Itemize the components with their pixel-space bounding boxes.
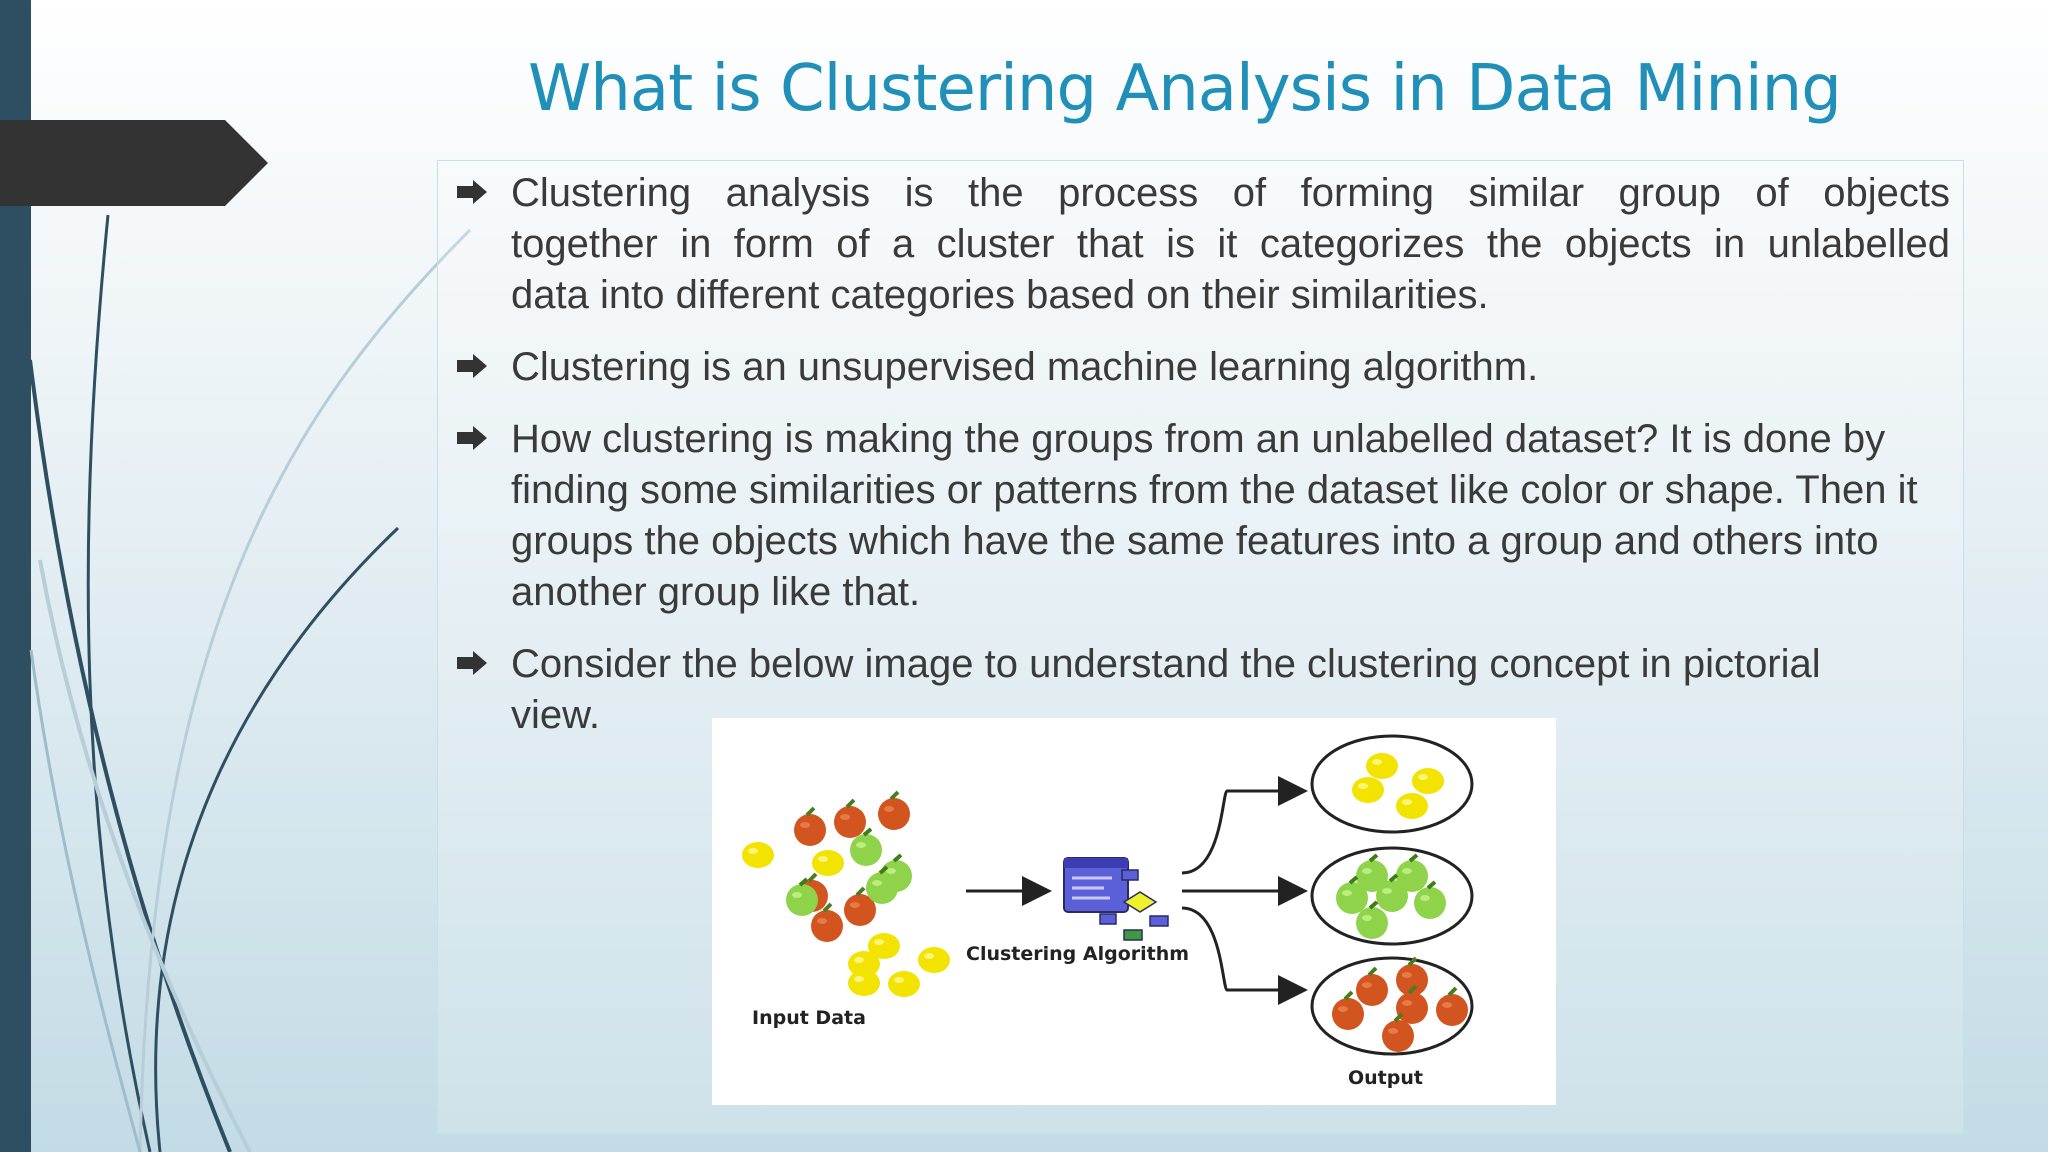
input-data-label: Input Data bbox=[752, 1007, 866, 1029]
output-arrow-top bbox=[1181, 776, 1308, 875]
slide-title: What is Clustering Analysis in Data Mini… bbox=[528, 52, 1842, 126]
title-arrow-tab bbox=[0, 120, 268, 206]
bullet-text-line: Clustering analysis is the process of fo… bbox=[511, 171, 1950, 215]
output-label: Output bbox=[1348, 1067, 1423, 1089]
bullet-item: How clustering is making the groups from… bbox=[455, 414, 1950, 618]
bullet-text: Consider the below image to understand t… bbox=[511, 642, 1821, 737]
bullet-text: Clustering is an unsupervised machine le… bbox=[511, 345, 1539, 389]
arrow-right-bullet-icon bbox=[457, 180, 487, 204]
output-cluster-orange bbox=[1310, 956, 1474, 1056]
output-cluster-green bbox=[1310, 846, 1474, 946]
arrow-right-bullet-icon bbox=[457, 354, 487, 378]
bullet-text-line: together in form of a cluster that is it… bbox=[511, 222, 1950, 266]
input-fruits bbox=[742, 790, 950, 997]
bullet-item: Clustering analysis is the process of fo… bbox=[455, 168, 1950, 321]
bullet-text: How clustering is making the groups from… bbox=[511, 417, 1918, 614]
bullet-item: Clustering is an unsupervised machine le… bbox=[455, 342, 1950, 393]
decorative-curves bbox=[28, 214, 472, 1152]
bullet-text-line: data into different categories based on … bbox=[511, 273, 1489, 317]
bullet-list: Clustering analysis is the process of fo… bbox=[455, 168, 1950, 762]
algorithm-flowchart-icon bbox=[1063, 857, 1169, 941]
bullet-item: Consider the below image to understand t… bbox=[455, 639, 1950, 741]
arrow-right-bullet-icon bbox=[457, 651, 487, 675]
output-cluster-yellow bbox=[1310, 734, 1474, 834]
clustering-algorithm-label: Clustering Algorithm bbox=[966, 943, 1189, 965]
arrow-right-bullet-icon bbox=[457, 426, 487, 450]
clustering-diagram: Input Data Clustering Algorithm bbox=[712, 718, 1556, 1105]
clustering-diagram-svg: Input Data Clustering Algorithm bbox=[742, 734, 1474, 1089]
output-arrow-bottom bbox=[1181, 906, 1308, 1005]
